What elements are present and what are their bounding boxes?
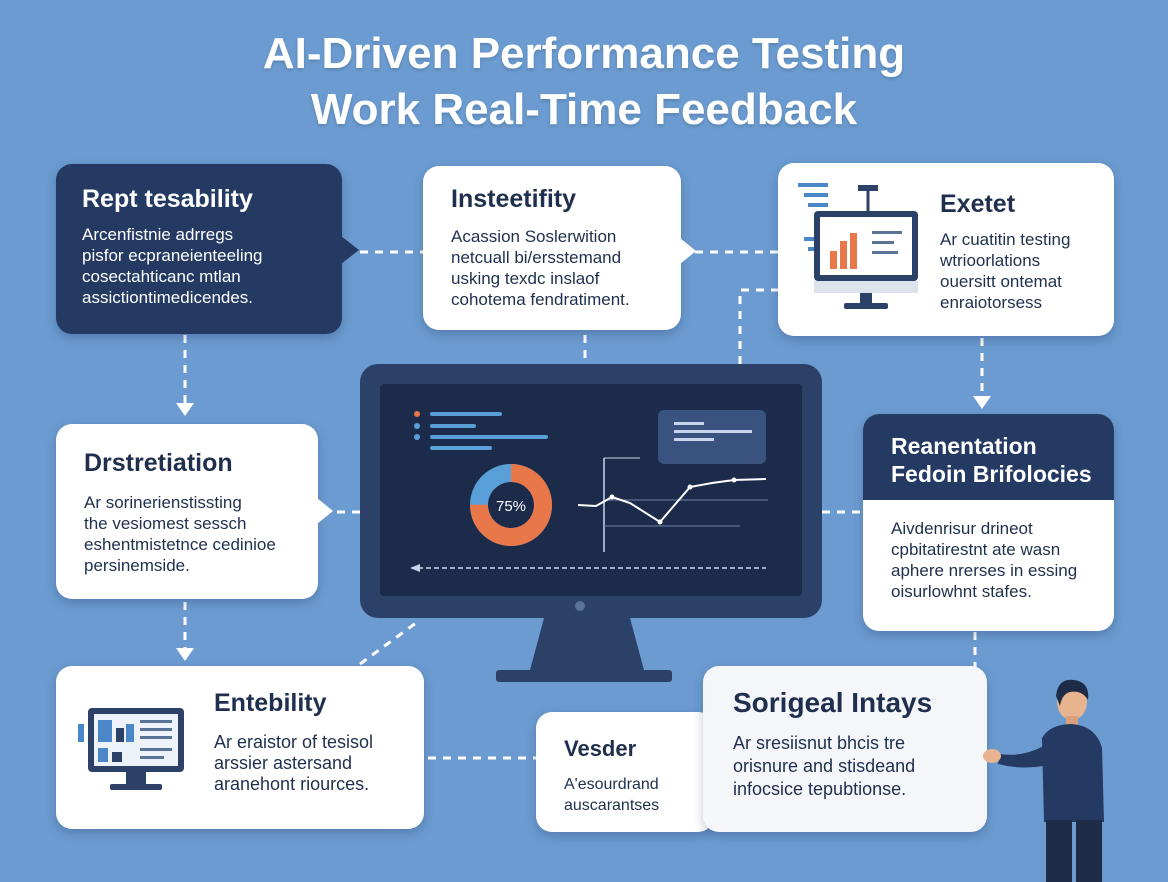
list-bar (430, 412, 502, 416)
list-dot (414, 411, 420, 417)
card-drstretiation-line: the vesiomest sessch (84, 514, 247, 533)
card-drstretiation-heading: Drstretiation (84, 449, 233, 477)
card-repeatability-line: pisfor ecpraneienteeling (82, 246, 263, 265)
card-insteetifity-heading: Insteetifity (451, 185, 577, 213)
card-insteetifity-pointer (680, 238, 696, 264)
card-sorigeal-heading: Sorigeal Intays (733, 687, 933, 718)
card-sorigeal: Sorigeal Intays Ar sresiisnut bhcis tre … (703, 666, 987, 832)
card-drstretiation-line: Ar sorinerienstissting (84, 493, 242, 512)
card-reanentation-header: Reanentation Fedoin Brifolocies (863, 414, 1114, 500)
card-vesder-line: A'esourdrand (564, 776, 659, 793)
card-vesder: Vesder A'esourdrand auscarantses (536, 712, 714, 832)
monitor-camera (575, 601, 585, 611)
card-exetet-line: ouersitt ontemat (940, 272, 1062, 291)
card-reanentation-heading: Reanentation (891, 433, 1037, 459)
donut-arc (470, 464, 552, 546)
card-drstretiation-line: eshentmistetnce cedinioe (84, 535, 276, 554)
card-exetet-line: Ar cuatitin testing (940, 230, 1071, 249)
card-repeatability-pointer (341, 236, 359, 264)
card-reanentation-line: cpbitatirestnt ate wasn (891, 540, 1061, 559)
list-dot (414, 423, 420, 429)
chart-point (657, 519, 663, 525)
title-line-2: Work Real-Time Feedback (310, 85, 858, 134)
card-entebility-line: Ar eraistor of tesisol (214, 732, 374, 752)
tooltip-box (658, 410, 766, 464)
card-insteetifity: Insteetifity Acassion Soslerwition netcu… (423, 166, 681, 330)
list-bar (430, 424, 476, 428)
timeline-arrow (410, 564, 420, 572)
card-reanentation-line: aphere nrerses in essing (891, 561, 1078, 580)
card-vesder-line: auscarantses (564, 797, 660, 814)
person-figure-icon (983, 679, 1104, 882)
card-repeatability-line: cosectahticanc mtlan (82, 267, 241, 286)
card-repeatability-line: Arcenfistnie adrregs (82, 225, 234, 244)
card-exetet-heading: Exetet (940, 190, 1016, 218)
list-dot (414, 434, 420, 440)
card-drstretiation-pointer (317, 498, 333, 524)
card-sorigeal-line: Ar sresiisnut bhcis tre (733, 733, 906, 753)
card-repeatability-line: assictiontimedicendes. (82, 288, 254, 307)
card-insteetifity-line: Acassion Soslerwition (451, 227, 617, 246)
card-sorigeal-line: orisnure and stisdeand (733, 756, 916, 776)
card-reanentation-line: Aivdenrisur drineot (891, 519, 1033, 538)
tooltip-line (674, 438, 714, 441)
card-reanentation-line: oisurlowhnt stafes. (891, 582, 1032, 601)
card-repeatability-heading: Rept tesability (82, 185, 253, 213)
card-exetet: Exetet Ar cuatitin testing wtrioorlation… (778, 163, 1114, 336)
monitor-chart-icon (798, 183, 918, 309)
card-entebility-line: aranehont riources. (214, 774, 370, 794)
donut-label: 75% (496, 498, 526, 515)
card-exetet-line: enraiotorsess (940, 293, 1043, 312)
card-sorigeal-line: infocsice tepubtionse. (733, 779, 907, 799)
tooltip-line (674, 422, 704, 425)
card-entebility-line: arssier astersand (214, 753, 353, 773)
card-entebility: Entebility Ar eraistor of tesisol arssie… (56, 666, 424, 829)
laptop-dashboard-icon (78, 708, 184, 790)
card-drstretiation-line: persinemside. (84, 556, 190, 575)
card-repeatability: Rept tesability Arcenfistnie adrregs pis… (56, 164, 342, 334)
tooltip-line (674, 430, 752, 433)
card-drstretiation: Drstretiation Ar sorinerienstissting the… (56, 424, 318, 599)
card-entebility-heading: Entebility (214, 689, 327, 717)
list-bar (430, 435, 548, 439)
title-line-1: AI-Driven Performance Testing (262, 29, 906, 78)
card-vesder-heading: Vesder (564, 736, 637, 761)
card-reanentation: Reanentation Fedoin Brifolocies Aivdenri… (863, 414, 1114, 631)
chart-point (731, 477, 737, 483)
chart-point (687, 484, 693, 490)
monitor-stand (530, 618, 644, 670)
chart-point (609, 494, 615, 500)
card-exetet-line: wtrioorlations (940, 251, 1041, 270)
list-bar (430, 446, 492, 450)
monitor-base (496, 670, 672, 682)
card-insteetifity-line: netcuall bi/ersstemand (451, 248, 622, 267)
card-reanentation-subheading: Fedoin Brifolocies (891, 461, 1092, 487)
card-insteetifity-line: usking texdc inslaof (451, 269, 600, 288)
card-insteetifity-line: cohotema fendratiment. (451, 290, 630, 309)
page-title: AI-Driven Performance Testing Work Real-… (0, 26, 1168, 138)
